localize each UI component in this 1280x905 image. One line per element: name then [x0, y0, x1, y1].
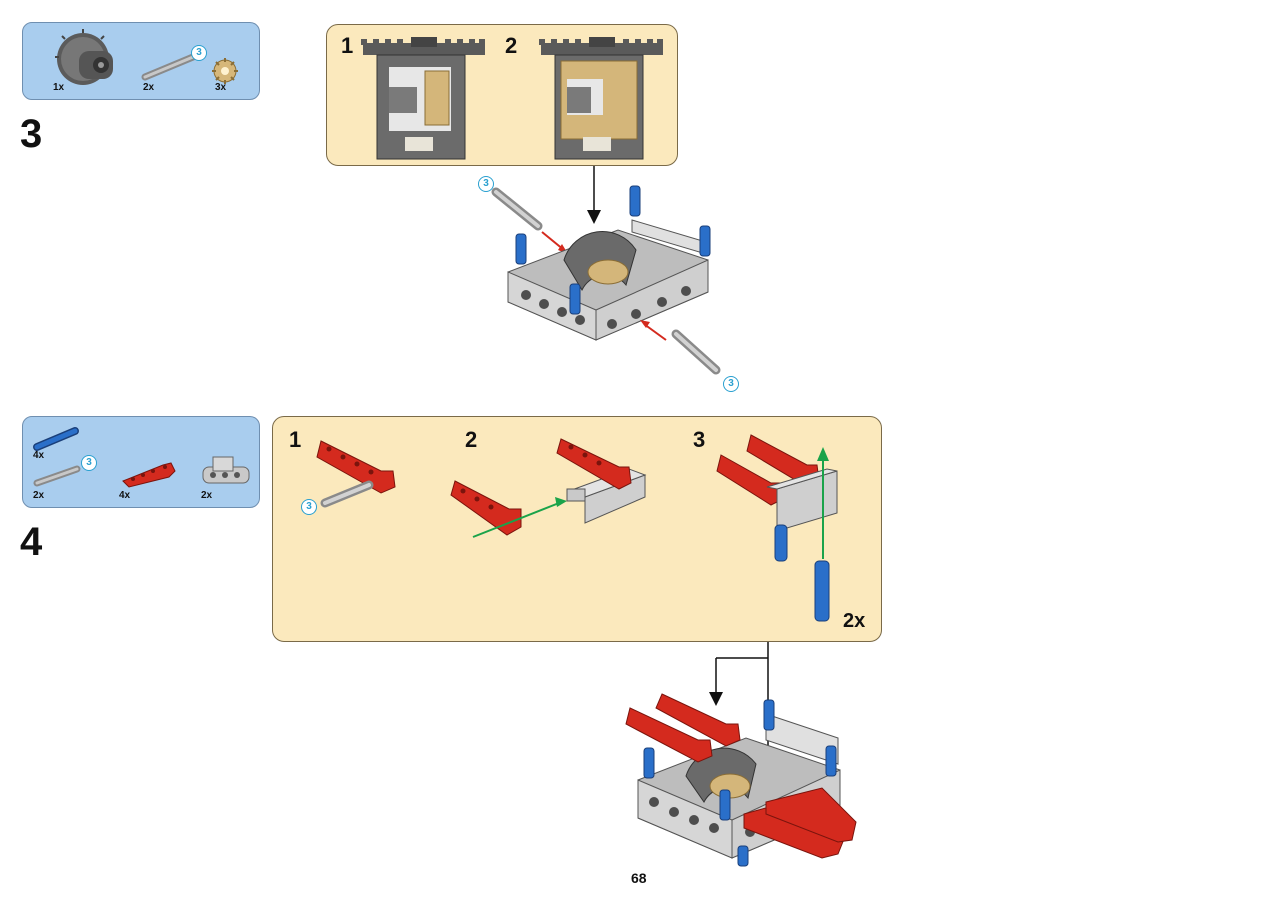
step4-parts-box: 4x 3 2x 4x 2x: [22, 416, 260, 508]
differential-cutaway-2-illustration: [539, 37, 663, 160]
step4-final-assembly-illustration: [625, 693, 857, 867]
axle-qty: 2x: [143, 82, 155, 93]
axle-part-icon: [141, 53, 197, 81]
step4-number: 4: [20, 520, 43, 564]
step3-substep-2-number: 2: [505, 33, 518, 58]
step3-number: 3: [20, 112, 43, 156]
step3-substep-1-number: 1: [341, 33, 354, 58]
step3-axle-callout-bottom: 3: [723, 376, 739, 392]
bevel-gear-qty: 3x: [215, 82, 227, 93]
differential-qty: 1x: [53, 82, 65, 93]
gray-connector-part-icon: [202, 456, 250, 484]
red-beam-qty: 4x: [119, 490, 131, 501]
differential-cutaway-1-illustration: [361, 37, 485, 160]
step3-substep-box: 1 2: [326, 24, 678, 166]
blue-pin-part-icon: [33, 427, 79, 451]
red-beam-part-icon: [122, 462, 176, 488]
step4-axle-length-badge: 3: [81, 455, 97, 471]
step4-substep-box: 1 2 3 3 2x: [272, 416, 882, 642]
red-beam-with-axle-illustration: [316, 440, 396, 508]
step4-axle-qty: 2x: [33, 490, 45, 501]
axle-part-icon-step4: [33, 465, 81, 487]
step4-pin-multiplier: 2x: [843, 610, 866, 632]
step4-axle-callout: 3: [301, 499, 317, 515]
step3-down-arrow: [587, 166, 601, 224]
red-beam-to-connector-illustration: [450, 438, 647, 538]
step4-substep-3-number: 3: [693, 427, 706, 452]
blue-pin-qty: 4x: [33, 450, 45, 461]
gray-connector-qty: 2x: [201, 490, 213, 501]
connector-with-pins-illustration: [716, 434, 838, 622]
axle-length-badge: 3: [191, 45, 207, 61]
step3-parts-box: 1x 3 2x 3x: [22, 22, 260, 100]
differential-part-icon: [55, 29, 113, 85]
step4-substep-2-number: 2: [465, 427, 478, 452]
step3-frame-assembly-illustration: [491, 185, 721, 375]
step4-substep-1-number: 1: [289, 427, 302, 452]
page-number: 68: [631, 870, 647, 886]
bevel-gear-part-icon: [212, 58, 238, 84]
step3-axle-callout-top: 3: [478, 176, 494, 192]
